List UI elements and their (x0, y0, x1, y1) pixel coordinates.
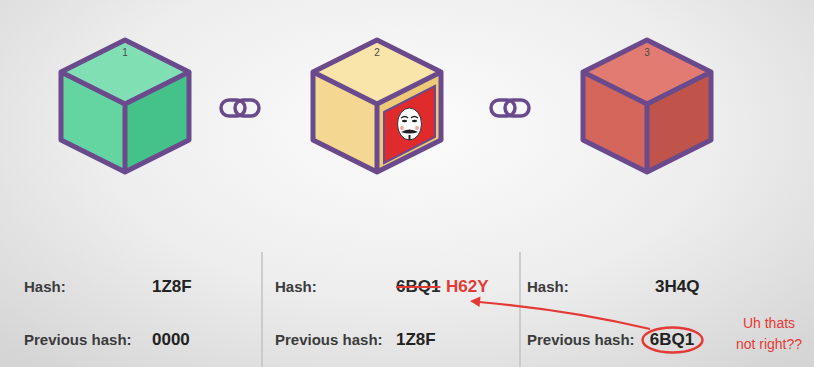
block-number: 2 (307, 47, 447, 59)
chain-link-icon (491, 100, 529, 116)
field-name: Previous hash: (275, 331, 383, 349)
cube-outline (583, 40, 711, 172)
red-circle (642, 328, 702, 353)
block-cube: 2 (307, 36, 447, 176)
arrow-shaft (479, 302, 650, 329)
field-name: Hash: (24, 278, 66, 296)
hash-value: 3H4Q (655, 277, 699, 297)
struck-hash: 6BQ1 (396, 277, 440, 297)
block-number: 1 (55, 47, 195, 59)
field-name: Previous hash: (24, 331, 132, 349)
chain-ring (505, 100, 529, 116)
chain-ring (491, 100, 515, 116)
mask-eye (402, 120, 407, 123)
field-name: Hash: (275, 278, 317, 296)
block-cube: 3 (577, 36, 717, 176)
cube-outline (313, 40, 441, 172)
mask-brow (401, 117, 418, 119)
column-divider (261, 252, 263, 367)
field-name: Hash: (527, 278, 569, 296)
chain-ring (235, 100, 259, 116)
mask-goatee (409, 135, 411, 140)
mask-cheek (400, 126, 404, 130)
mask-eye (412, 120, 417, 123)
hash-value: 1Z8F (152, 277, 192, 297)
block-cube: 1 (55, 36, 195, 176)
new-hash: H62Y (446, 277, 489, 297)
chain-link-icon (221, 100, 259, 116)
mask-face (398, 108, 422, 140)
field-name: Previous hash: (527, 331, 635, 349)
mask-cheek (415, 126, 419, 130)
hash-value: 0000 (152, 330, 190, 350)
arrow-head (470, 297, 481, 308)
note: Uh thats not right?? (732, 313, 806, 355)
chain-ring (221, 100, 245, 116)
red-arrow (470, 297, 650, 330)
column-divider (519, 252, 521, 367)
hash-value: 6BQ1 (650, 330, 694, 350)
mask-mustache (401, 130, 418, 134)
hash-value: 1Z8F (396, 330, 436, 350)
block-number: 3 (577, 47, 717, 59)
hash-circle: 6BQ1 (641, 326, 704, 354)
cube-outline (61, 40, 189, 172)
